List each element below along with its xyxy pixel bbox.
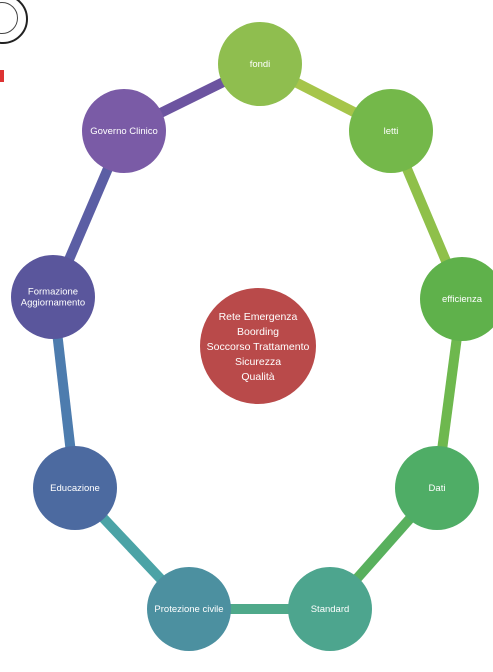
node-label: Educazione bbox=[50, 483, 100, 494]
node-circle bbox=[147, 567, 231, 651]
node-2: letti bbox=[349, 89, 433, 173]
center-circle bbox=[200, 288, 316, 404]
node-7: Educazione bbox=[33, 446, 117, 530]
node-circle bbox=[420, 257, 493, 341]
node-5: Standard bbox=[288, 567, 372, 651]
node-9: Governo Clinico bbox=[82, 89, 166, 173]
node-6: Protezione civile bbox=[147, 567, 231, 651]
node-label: Protezione civile bbox=[154, 604, 223, 615]
node-1: fondi bbox=[218, 22, 302, 106]
node-label: letti bbox=[384, 126, 399, 137]
node-circle bbox=[349, 89, 433, 173]
node-label: Standard bbox=[311, 604, 350, 615]
node-label: Governo Clinico bbox=[90, 126, 158, 137]
node-circle bbox=[82, 89, 166, 173]
node-label: efficienza bbox=[442, 294, 483, 305]
node-circle bbox=[33, 446, 117, 530]
node-label: Dati bbox=[429, 483, 446, 494]
node-3: efficienza bbox=[420, 257, 493, 341]
center-label: Rete Emergenza bbox=[219, 311, 298, 323]
corner-mark bbox=[0, 70, 4, 82]
corner-logo bbox=[0, 0, 28, 44]
node-label: Aggiornamento bbox=[21, 298, 85, 309]
node-4: Dati bbox=[395, 446, 479, 530]
center-label: Sicurezza bbox=[235, 356, 281, 368]
node-circle bbox=[288, 567, 372, 651]
center-label: Soccorso Trattamento bbox=[207, 341, 310, 353]
node-circle bbox=[395, 446, 479, 530]
center-label: Boording bbox=[237, 326, 279, 338]
node-circle bbox=[11, 255, 95, 339]
node-label: Formazione bbox=[28, 287, 78, 298]
node-circle bbox=[218, 22, 302, 106]
node-label: fondi bbox=[250, 59, 271, 70]
center-label: Qualità bbox=[241, 371, 274, 383]
